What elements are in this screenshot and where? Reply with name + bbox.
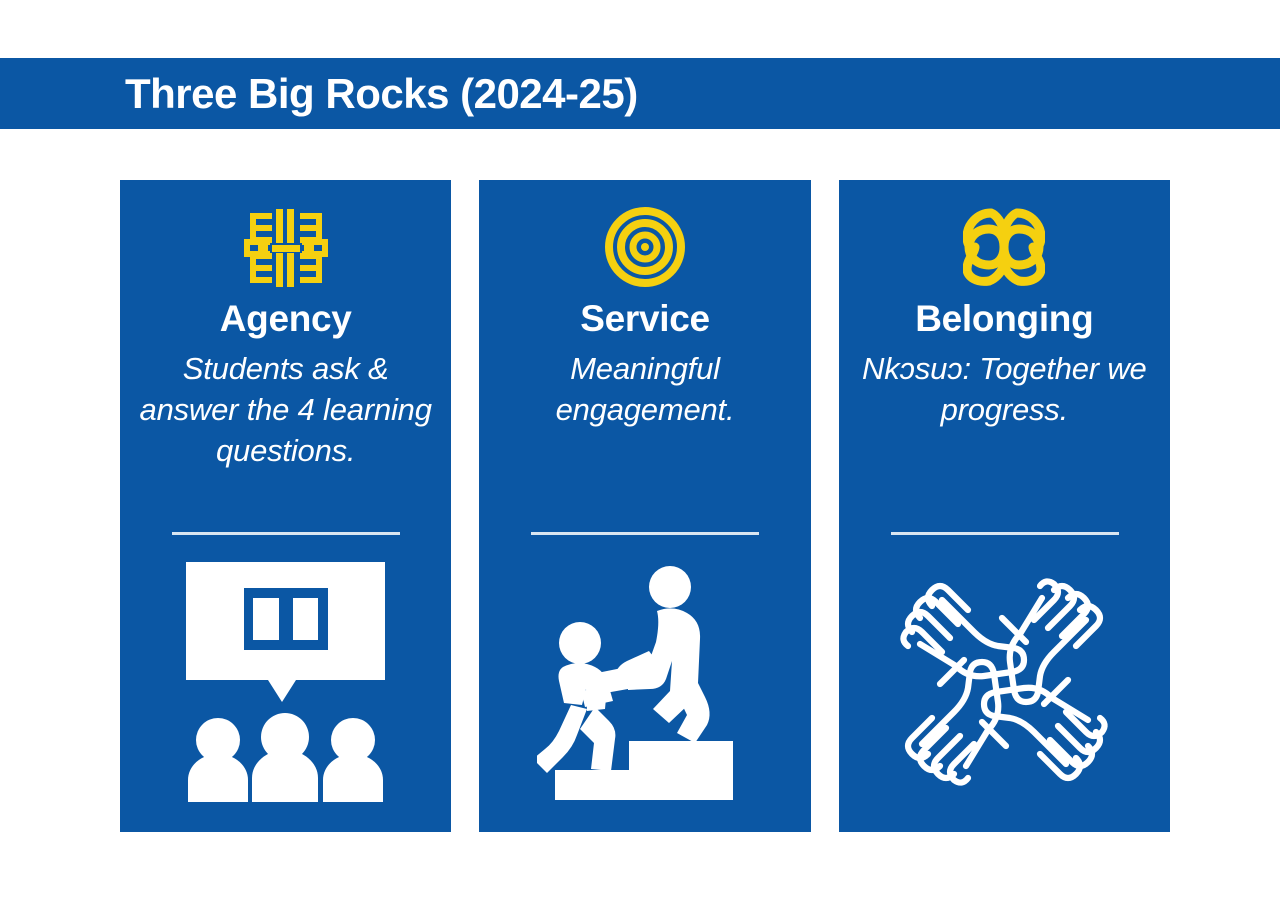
four-interlocking-hands-illustration — [839, 552, 1170, 812]
page-title: Three Big Rocks (2024-25) — [125, 69, 638, 117]
big-rocks-card-row: Agency Students ask & answer the 4 learn… — [120, 180, 1170, 832]
card-divider — [890, 532, 1119, 535]
adinkra-woven-grid-symbol — [120, 206, 451, 288]
target-bullseye-symbol — [479, 206, 810, 288]
card-title: Service — [580, 298, 710, 339]
card-service: Service Meaningful engagement. — [479, 180, 811, 832]
card-body-text: Students ask & answer the 4 learning que… — [139, 351, 432, 468]
adinkra-nkonsonkonson-chain-link-symbol — [839, 206, 1170, 288]
person-helping-another-up-steps-illustration — [479, 552, 810, 812]
card-title: Belonging — [915, 298, 1094, 339]
card-body-text: Meaningful engagement. — [555, 351, 735, 427]
card-title: Agency — [219, 298, 352, 339]
card-divider — [531, 532, 760, 535]
header-banner: Three Big Rocks (2024-25) — [0, 58, 1280, 129]
card-belonging: Belonging Nkɔsuɔ: Together we progress. — [838, 180, 1170, 832]
card-agency: Agency Students ask & answer the 4 learn… — [120, 180, 452, 832]
card-divider — [172, 532, 400, 535]
card-body-text: Nkɔsuɔ: Together we progress. — [862, 351, 1147, 427]
speech-bubble-with-book-and-three-people-illustration — [120, 552, 451, 812]
